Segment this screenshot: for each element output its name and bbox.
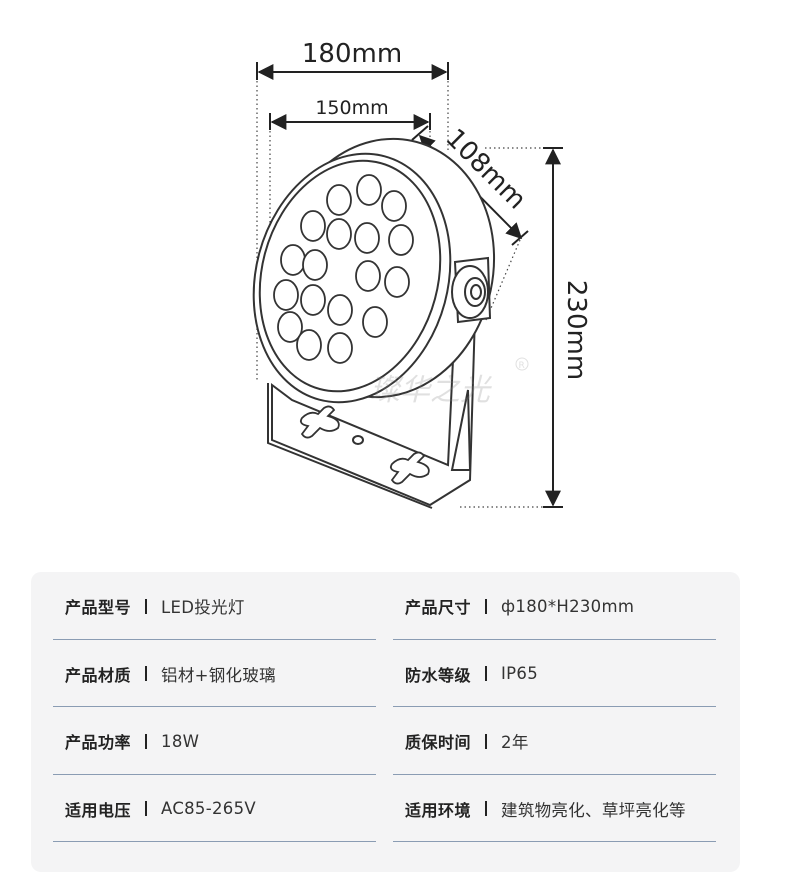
spec-value: LED投光灯 <box>161 598 245 618</box>
spec-separator <box>145 598 148 614</box>
spec-row-model: 产品型号 LED投光灯 <box>53 572 376 640</box>
watermark-logo: 璨华之光 R <box>370 357 529 408</box>
spec-label: 适用电压 <box>65 800 132 820</box>
spec-row-size: 产品尺寸 ф180*H230mm <box>393 572 716 640</box>
bracket-slot-1 <box>299 405 340 439</box>
spec-label: 产品尺寸 <box>405 598 472 618</box>
svg-text:璨华之光: 璨华之光 <box>370 373 492 408</box>
dimension-150-label: 150mm <box>315 97 388 119</box>
spec-row-environment: 适用环境 建筑物亮化、草坪亮化等 <box>393 775 716 842</box>
spec-value: ф180*H230mm <box>501 596 635 616</box>
spec-value: 2年 <box>501 733 529 753</box>
spec-row-material: 产品材质 铝材+钢化玻璃 <box>53 640 376 707</box>
led-array <box>273 174 414 364</box>
spec-separator <box>485 666 488 682</box>
spec-column-right: 产品尺寸 ф180*H230mm 防水等级 IP65 质保时间 2年 适用环境 … <box>393 572 716 842</box>
spec-separator <box>145 801 148 817</box>
spec-label: 防水等级 <box>405 665 472 685</box>
bracket-slot-2 <box>389 451 430 485</box>
spec-value: IP65 <box>501 664 539 684</box>
spec-column-left: 产品型号 LED投光灯 产品材质 铝材+钢化玻璃 产品功率 18W 适用电压 A… <box>53 572 376 842</box>
spec-row-warranty: 质保时间 2年 <box>393 707 716 775</box>
spec-label: 产品型号 <box>65 598 132 618</box>
spec-label: 产品功率 <box>65 733 132 753</box>
spec-separator <box>145 733 148 749</box>
spec-value: AC85-265V <box>161 799 256 819</box>
spec-row-waterproof: 防水等级 IP65 <box>393 640 716 707</box>
spec-separator <box>485 801 488 817</box>
spec-value: 18W <box>161 731 200 751</box>
dimension-180-label: 180mm <box>302 39 402 69</box>
product-dimension-drawing: 180mm 150mm 108mm 230mm <box>252 39 591 509</box>
spec-value: 建筑物亮化、草坪亮化等 <box>501 800 686 820</box>
spec-label: 产品材质 <box>65 665 132 685</box>
spec-label: 质保时间 <box>405 733 472 753</box>
spec-separator <box>485 598 488 614</box>
spec-row-power: 产品功率 18W <box>53 707 376 775</box>
svg-text:R: R <box>519 361 525 371</box>
spec-separator <box>145 666 148 682</box>
spec-card: 产品型号 LED投光灯 产品材质 铝材+钢化玻璃 产品功率 18W 适用电压 A… <box>31 572 740 872</box>
spec-value: 铝材+钢化玻璃 <box>161 665 276 685</box>
spec-row-voltage: 适用电压 AC85-265V <box>53 775 376 842</box>
dimension-230-label: 230mm <box>561 280 591 380</box>
spec-separator <box>485 733 488 749</box>
spec-label: 适用环境 <box>405 800 472 820</box>
